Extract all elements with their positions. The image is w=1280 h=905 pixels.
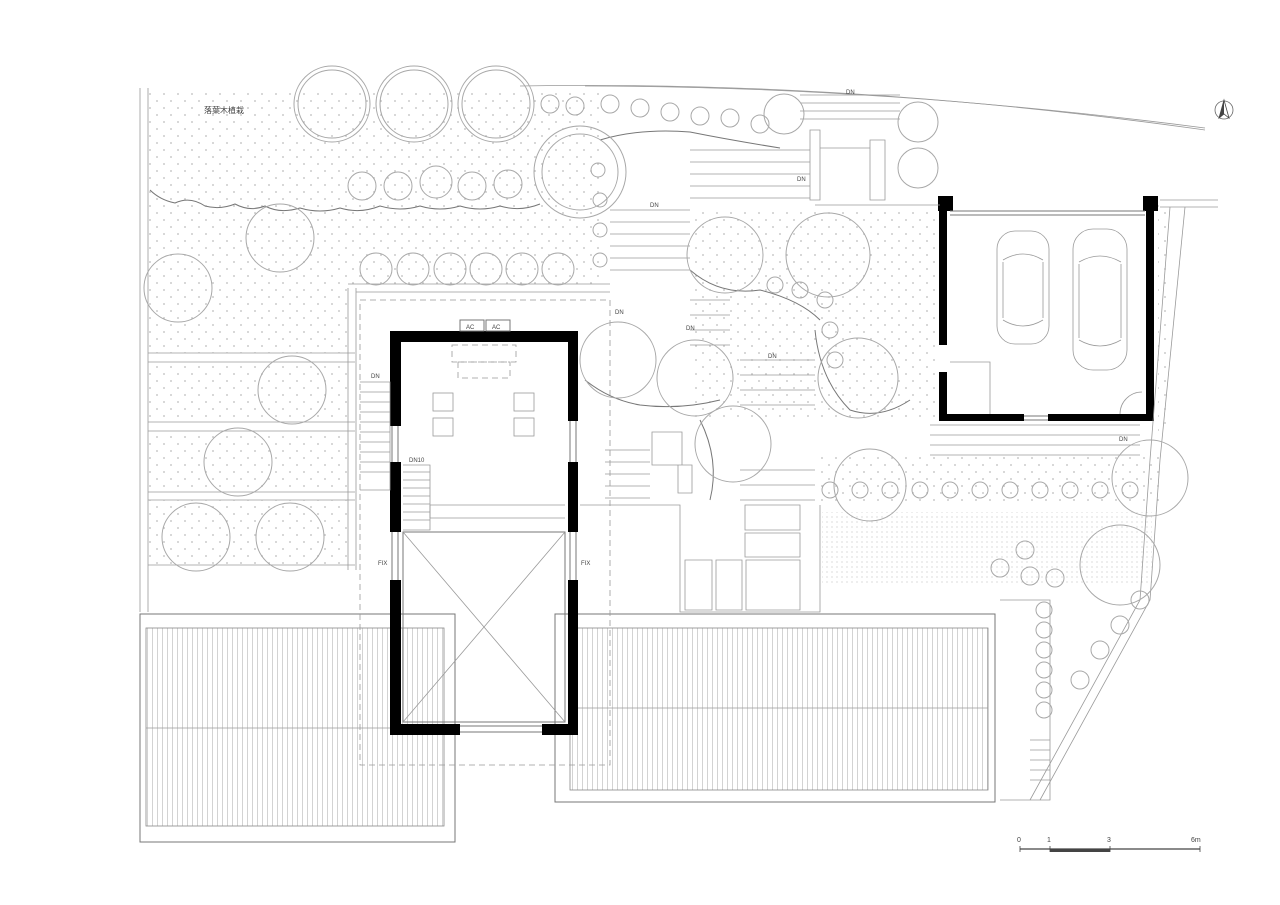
label-dn-upper-steps: DN (797, 177, 806, 183)
main-house (360, 319, 578, 735)
label-deciduous-planting: 落葉木植栽 (204, 105, 244, 115)
labels: 落葉木植栽 AC AC DN DN DN DN DN DN DN DN DN10… (204, 90, 1128, 567)
label-ac-2: AC (492, 325, 501, 331)
label-dn10: DN10 (409, 458, 425, 464)
scale-tick-1: 1 (1047, 837, 1051, 844)
stones (149, 130, 911, 501)
label-dn-top: DN (846, 90, 855, 96)
label-dn-west-stair: DN (371, 374, 380, 380)
north-arrow-fill (1219, 100, 1224, 118)
planting-areas (148, 88, 1170, 584)
label-fix-left: FIX (378, 561, 387, 567)
ac-unit-2 (485, 319, 511, 332)
steps (580, 94, 1186, 801)
house-stair (403, 464, 431, 531)
chairs (432, 392, 535, 437)
label-fix-right: FIX (581, 561, 590, 567)
label-dn-main-stair: DN (650, 203, 659, 209)
terrace-lines (148, 283, 610, 570)
scale-tick-6m: 6m (1191, 837, 1201, 844)
west-stair (360, 381, 391, 491)
scale-tick-0: 0 (1017, 837, 1021, 844)
label-dn-center-3: DN (768, 354, 777, 360)
label-dn-garage: DN (1119, 437, 1128, 443)
shrubs (347, 94, 1150, 719)
scale-tick-3: 3 (1107, 837, 1111, 844)
car-right (1072, 228, 1128, 371)
north-arrow (1214, 98, 1234, 120)
label-dn-center-1: DN (615, 310, 624, 316)
ac-unit-1 (459, 319, 485, 332)
eave-lines (359, 299, 611, 766)
garage (938, 196, 1158, 421)
scale-bar: 0 1 3 6m (1017, 837, 1201, 852)
trees (143, 65, 1189, 606)
car-left (996, 230, 1050, 345)
label-ac-1: AC (466, 325, 475, 331)
label-dn-center-2: DN (686, 326, 695, 332)
